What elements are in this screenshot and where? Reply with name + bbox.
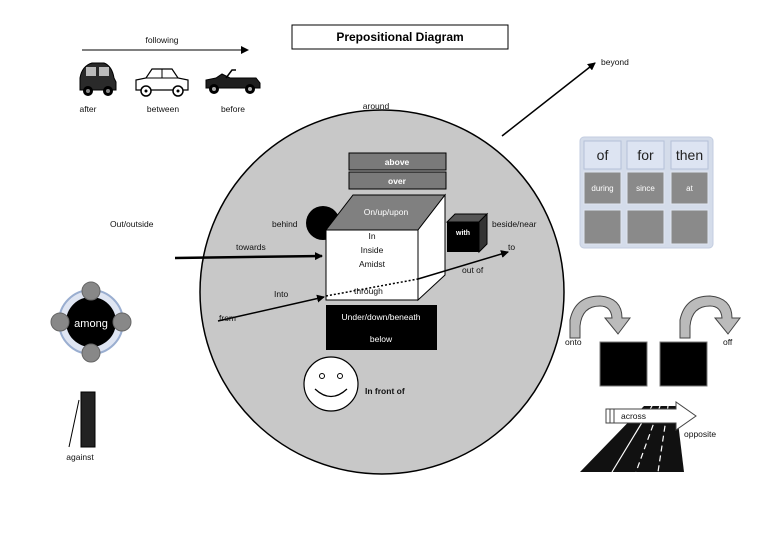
before-label: before bbox=[221, 104, 245, 114]
out-of-label: out of bbox=[462, 265, 484, 275]
among-label: among bbox=[74, 318, 108, 330]
following-group: following after between before bbox=[79, 35, 261, 114]
car-icon bbox=[135, 68, 189, 97]
after-label: after bbox=[79, 104, 96, 114]
behind-label: behind bbox=[272, 219, 298, 229]
among-group: among bbox=[50, 281, 132, 363]
under-bar: Under/down/beneath bbox=[326, 305, 437, 328]
grid-header-then: then bbox=[676, 147, 703, 163]
grid-cell-during: during bbox=[591, 184, 613, 193]
cube: On/up/upon In Inside Amidst bbox=[324, 193, 447, 302]
onto-curved-arrow-icon bbox=[569, 295, 631, 339]
over-label: over bbox=[388, 176, 407, 186]
grid-cell-at: at bbox=[686, 184, 693, 193]
car-icon bbox=[205, 69, 261, 94]
from-label: from bbox=[219, 313, 236, 323]
over-bar: over bbox=[348, 171, 447, 190]
in-label: In bbox=[368, 231, 375, 241]
against-label: against bbox=[66, 452, 94, 462]
amidst-label: Amidst bbox=[359, 259, 386, 269]
grid-cell-since: since bbox=[636, 184, 655, 193]
smiley-face-icon bbox=[303, 356, 359, 412]
around-label: around bbox=[363, 101, 390, 111]
into-arrow bbox=[217, 294, 325, 322]
beyond-arrow bbox=[501, 62, 596, 137]
onto-square bbox=[599, 341, 648, 387]
grid-header-of: of bbox=[597, 147, 609, 163]
above-bar: above bbox=[348, 152, 447, 171]
beyond-label: beyond bbox=[601, 57, 629, 67]
opposite-label: opposite bbox=[684, 429, 716, 439]
off-label: off bbox=[723, 337, 733, 347]
above-label: above bbox=[385, 157, 410, 167]
on-up-upon-label: On/up/upon bbox=[364, 207, 409, 217]
across-label: across bbox=[621, 411, 646, 421]
through-dotted-line bbox=[325, 278, 419, 297]
onto-label: onto bbox=[565, 337, 582, 347]
grid-header-for: for bbox=[637, 147, 654, 163]
off-curved-arrow-icon bbox=[679, 295, 741, 339]
following-label: following bbox=[145, 35, 178, 45]
beside-near-label: beside/near bbox=[492, 219, 537, 229]
between-label: between bbox=[147, 104, 179, 114]
towards-arrow bbox=[174, 252, 323, 261]
preposition-grid: of for then during since at bbox=[579, 136, 714, 249]
below-bar: below bbox=[326, 328, 437, 350]
under-label: Under/down/beneath bbox=[342, 312, 421, 322]
across-arrow: across bbox=[605, 401, 697, 431]
below-label: below bbox=[370, 334, 393, 344]
inside-label: Inside bbox=[361, 245, 384, 255]
with-label: with bbox=[455, 230, 470, 237]
in-front-of-label: In front of bbox=[365, 386, 405, 396]
car-icon bbox=[79, 62, 117, 96]
with-cube: with bbox=[445, 212, 489, 254]
out-outside-label: Out/outside bbox=[110, 219, 154, 229]
off-square bbox=[659, 341, 708, 387]
against-group: against bbox=[66, 391, 96, 462]
title-box: Prepositional Diagram bbox=[291, 24, 509, 50]
towards-label: towards bbox=[236, 242, 266, 252]
into-label: Into bbox=[274, 289, 288, 299]
through-label: through bbox=[354, 286, 383, 296]
to-label: to bbox=[508, 242, 515, 252]
diagram-title: Prepositional Diagram bbox=[336, 30, 463, 44]
to-arrow bbox=[417, 250, 509, 280]
